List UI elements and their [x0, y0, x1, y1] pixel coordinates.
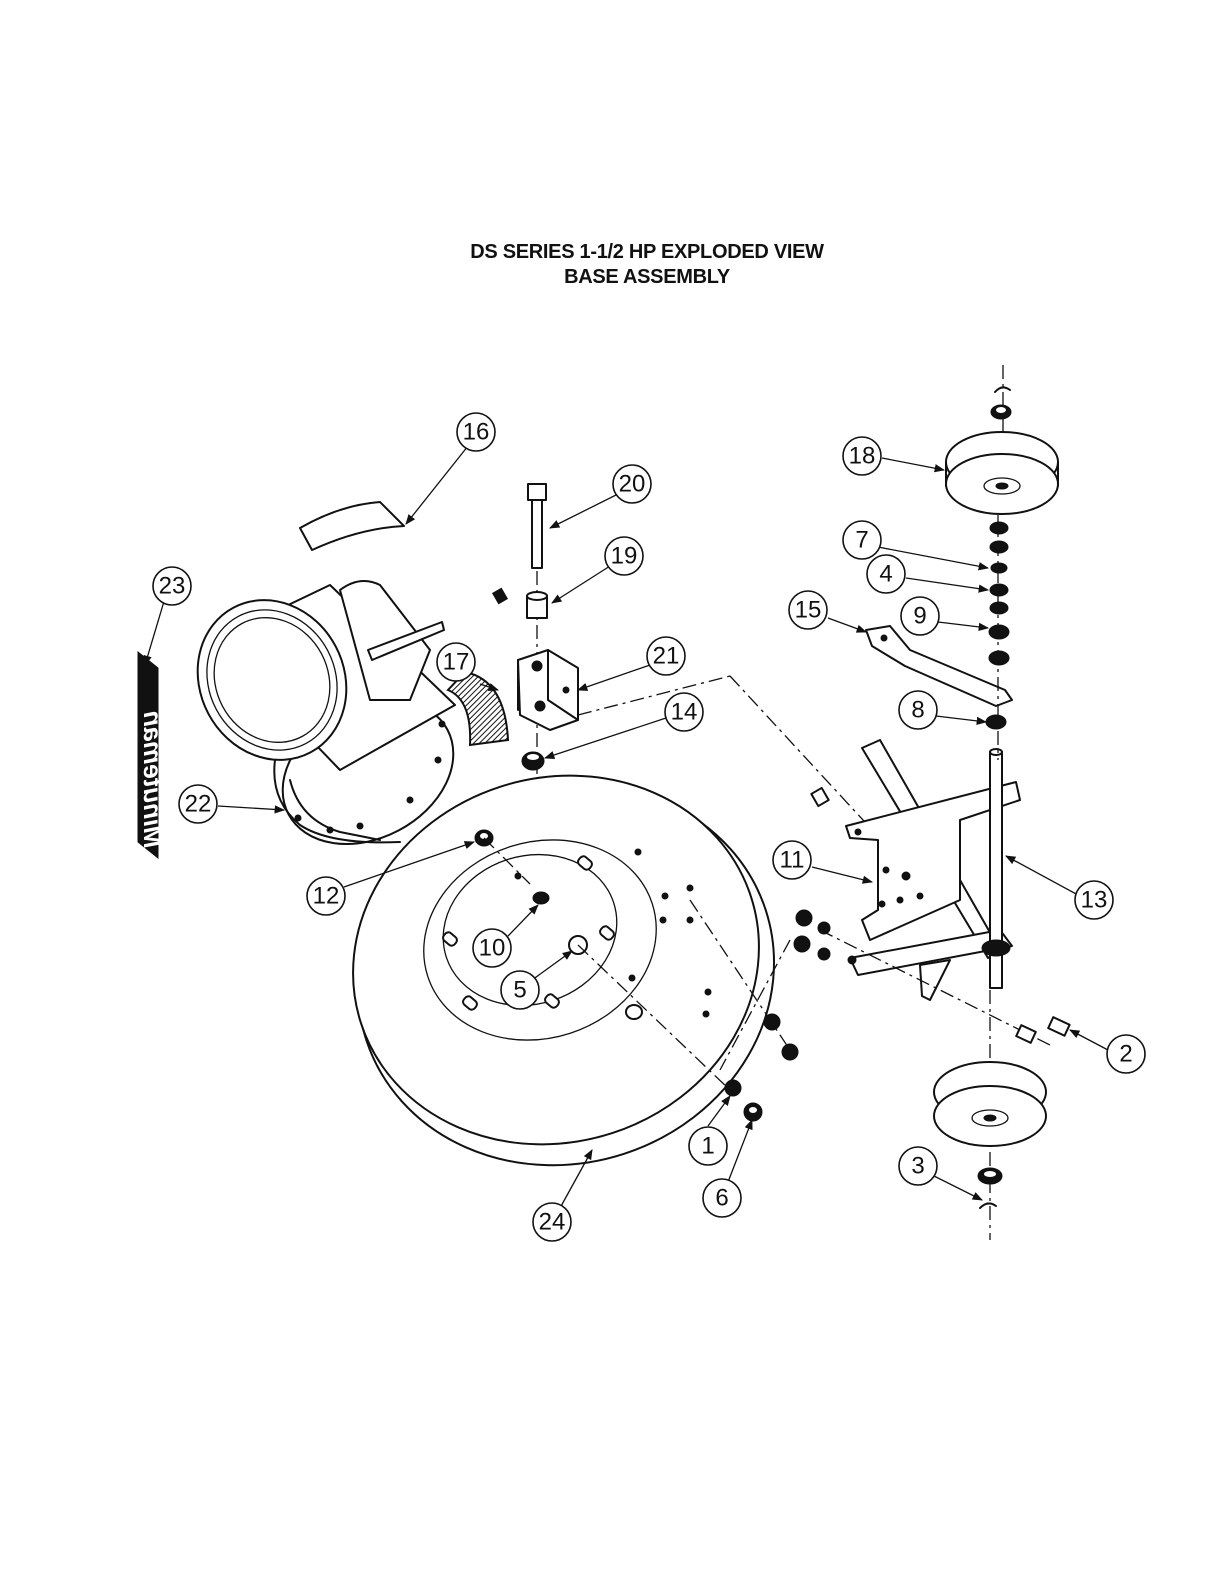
svg-text:1: 1: [701, 1133, 714, 1160]
callout-21: 21: [647, 637, 685, 675]
label-strip: [300, 502, 404, 550]
top-wheel: [946, 432, 1058, 514]
svg-text:13: 13: [1081, 887, 1108, 914]
callout-9: 9: [901, 597, 939, 635]
callout-1: 1: [689, 1127, 727, 1165]
svg-text:12: 12: [313, 883, 340, 910]
support-bracket: [866, 626, 1012, 706]
filter-screen: [448, 672, 508, 745]
svg-text:20: 20: [619, 471, 646, 498]
logo-decal: Minuteman: [138, 652, 168, 858]
callout-2: 2: [1107, 1035, 1145, 1073]
callout-18: 18: [843, 437, 881, 475]
callout-4: 4: [867, 555, 905, 593]
callout-7: 7: [843, 521, 881, 559]
svg-text:2: 2: [1119, 1041, 1132, 1068]
svg-text:14: 14: [671, 699, 698, 726]
callout-8: 8: [899, 691, 937, 729]
svg-text:8: 8: [911, 697, 924, 724]
svg-text:18: 18: [849, 443, 876, 470]
callout-23: 23: [153, 567, 191, 605]
svg-text:17: 17: [443, 649, 470, 676]
svg-text:16: 16: [463, 419, 490, 446]
svg-text:6: 6: [715, 1185, 728, 1212]
callout-12: 12: [307, 877, 345, 915]
svg-text:5: 5: [513, 977, 526, 1004]
callout-6: 6: [703, 1179, 741, 1217]
callout-20: 20: [613, 465, 651, 503]
callout-10: 10: [473, 929, 511, 967]
callout-3: 3: [899, 1147, 937, 1185]
svg-text:9: 9: [913, 603, 926, 630]
svg-text:15: 15: [795, 597, 822, 624]
svg-text:21: 21: [653, 643, 680, 670]
caster-frame: [811, 740, 1020, 1000]
svg-text:22: 22: [185, 791, 212, 818]
svg-text:23: 23: [159, 573, 186, 600]
callout-16: 16: [457, 413, 495, 451]
svg-text:7: 7: [855, 527, 868, 554]
callout-5: 5: [501, 971, 539, 1009]
callout-11: 11: [773, 841, 811, 879]
svg-text:4: 4: [879, 561, 892, 588]
svg-text:10: 10: [479, 935, 506, 962]
bottom-wheel: [934, 1062, 1046, 1146]
svg-text:19: 19: [611, 543, 638, 570]
svg-text:11: 11: [780, 847, 805, 874]
logo-text: Minuteman: [138, 711, 168, 848]
callout-22: 22: [179, 785, 217, 823]
callout-14: 14: [665, 693, 703, 731]
callout-19: 19: [605, 537, 643, 575]
callout-15: 15: [789, 591, 827, 629]
svg-text:24: 24: [539, 1209, 566, 1236]
callout-24: 24: [533, 1203, 571, 1241]
callout-13: 13: [1075, 881, 1113, 919]
svg-text:3: 3: [911, 1153, 924, 1180]
callout-17: 17: [437, 643, 475, 681]
